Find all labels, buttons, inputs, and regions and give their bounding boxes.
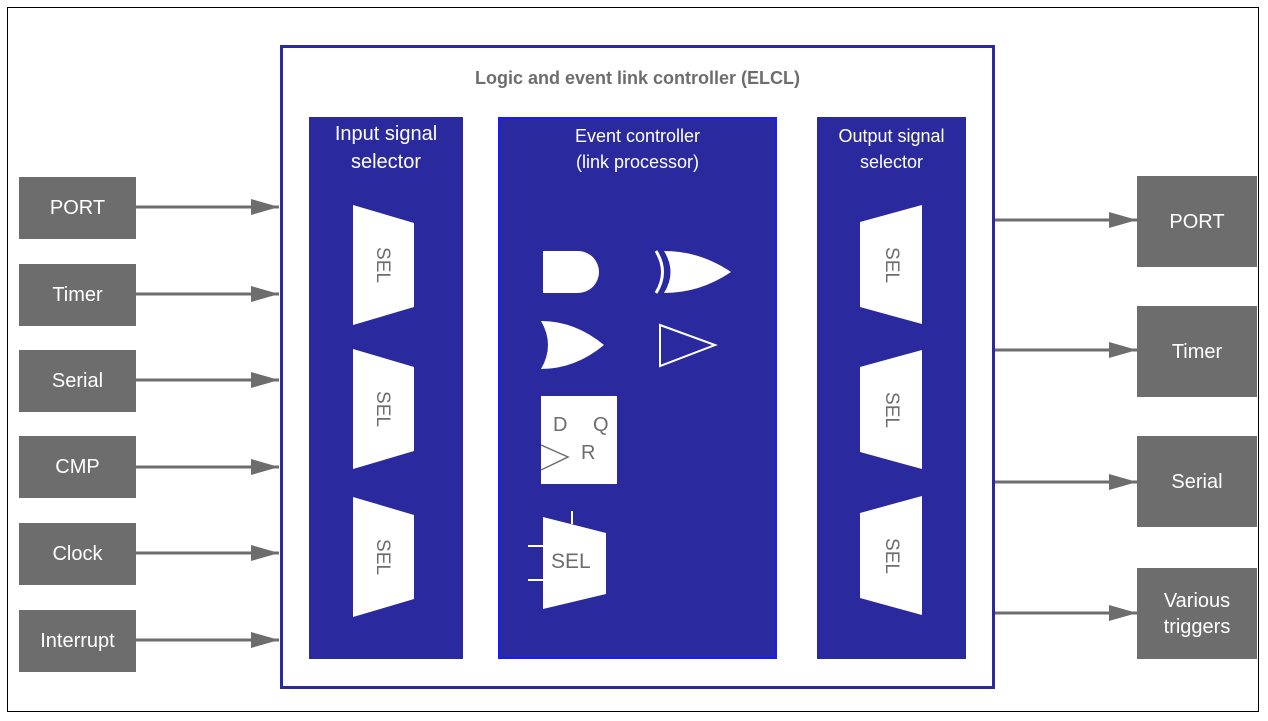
output-selector-title: Output signal selector [838, 126, 945, 172]
flipflop-icon [541, 396, 617, 484]
or-gate-icon [541, 321, 604, 369]
elcl-title: Logic and event link controller (ELCL) [474, 68, 801, 88]
input-arrows [136, 199, 279, 648]
output-box-port: PORT [1137, 176, 1257, 267]
flipflop-d-label: D [553, 414, 568, 436]
input-sel-2-label: SEL [372, 391, 393, 427]
diagram-frame [7, 7, 1259, 712]
flipflop-q-label: Q [593, 414, 609, 436]
output-box-timer: Timer [1137, 306, 1257, 397]
input-box-port: PORT [19, 177, 136, 239]
input-sel-3 [353, 497, 414, 617]
output-box-serial: Serial [1137, 436, 1257, 527]
flipflop-clock-icon [540, 444, 570, 471]
buffer-icon [659, 323, 718, 368]
output-sel-1 [860, 205, 922, 324]
flipflop-r-label: R [581, 442, 596, 464]
input-selector-title: Input signal selector [334, 123, 438, 173]
input-box-serial: Serial [19, 350, 136, 412]
output-sel-3 [860, 496, 922, 615]
input-sel-1 [353, 205, 414, 325]
xor-gate-icon [664, 251, 731, 293]
output-sel-2-label: SEL [881, 392, 902, 428]
input-box-clock: Clock [19, 523, 136, 585]
input-sel-3-label: SEL [372, 539, 393, 575]
event-controller-title: Event controller (link processor) [574, 126, 701, 172]
output-box-various-triggers: Various triggers [1137, 568, 1257, 659]
input-box-interrupt: Interrupt [19, 610, 136, 672]
output-arrows [995, 212, 1137, 621]
mux-icon [543, 517, 606, 609]
input-sel-2 [353, 349, 414, 469]
output-sel-3-label: SEL [881, 538, 902, 574]
output-sel-1-label: SEL [881, 247, 902, 283]
input-sel-1-label: SEL [372, 247, 393, 283]
and-gate-icon [543, 251, 599, 293]
xor-gate-icon-back [654, 250, 664, 294]
output-sel-2 [860, 350, 922, 469]
mux-label: SEL [551, 550, 591, 573]
input-box-timer: Timer [19, 264, 136, 326]
input-box-cmp: CMP [19, 436, 136, 498]
